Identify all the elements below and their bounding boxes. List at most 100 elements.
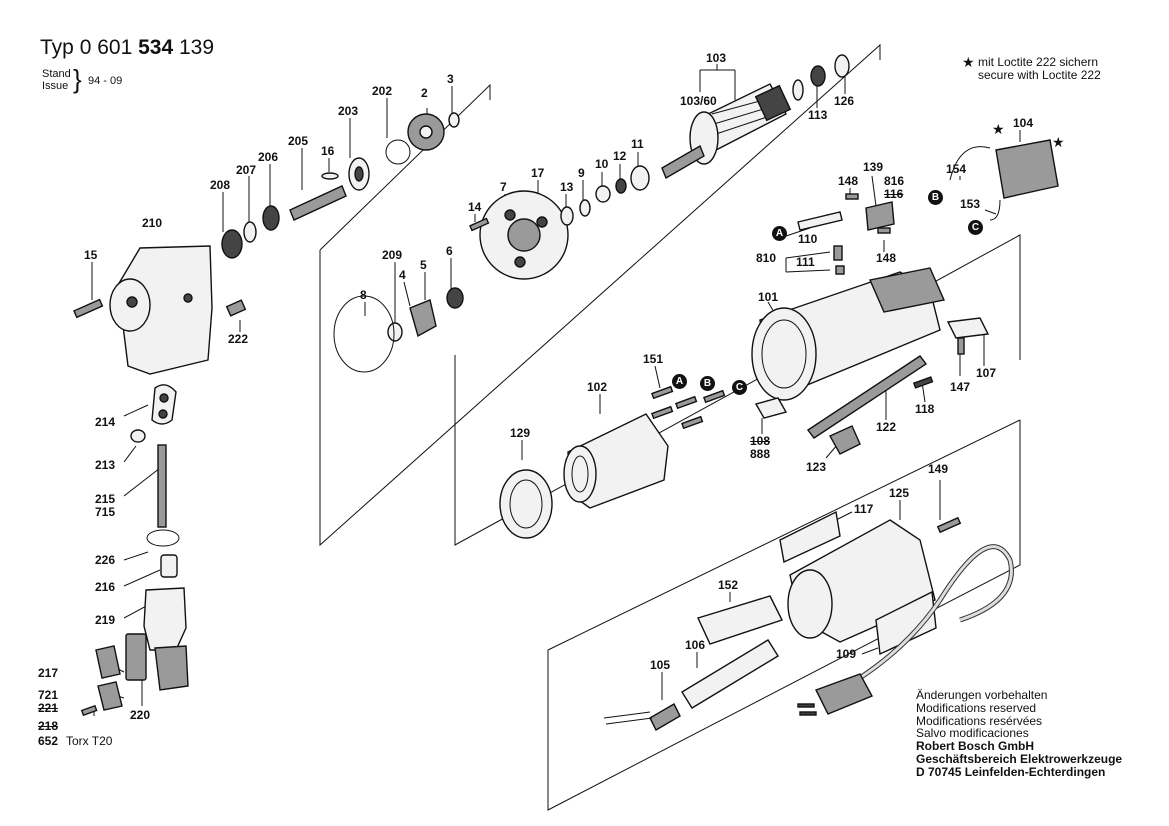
part-label: 16 — [321, 144, 335, 158]
part-label: 209 — [382, 248, 403, 262]
footer-line: Modifications resérvées — [916, 713, 1043, 728]
part-label: 9 — [578, 166, 585, 180]
field-stator-shapes — [499, 385, 726, 539]
part-label: 8 — [360, 288, 367, 302]
part-label: 3 — [447, 72, 454, 86]
part-label: 111 — [796, 255, 815, 269]
part-label: 5 — [420, 258, 427, 272]
part-label: 4 — [399, 268, 406, 282]
part-label: 107 — [976, 366, 997, 380]
part-label: 7 — [500, 180, 507, 194]
footer-line: Salvo modificaciones — [916, 726, 1029, 741]
part-label: 205 — [288, 134, 309, 148]
part-label: 139 — [863, 160, 884, 174]
footer-line: Modifications reserved — [916, 700, 1037, 715]
footer-line: D 70745 Leinfelden-Echterdingen — [916, 764, 1106, 779]
part-label: 108 — [750, 434, 771, 448]
part-label: 105 — [650, 658, 671, 672]
marker-c: C — [732, 380, 747, 395]
part-label: 222 — [228, 332, 249, 346]
part-label: 153 — [960, 197, 981, 211]
part-label: 207 — [236, 163, 257, 177]
part-label: 152 — [718, 578, 739, 592]
type-number-part-c: 139 — [179, 36, 215, 59]
marker-b: B — [928, 190, 943, 205]
star-icon: ★ — [962, 54, 975, 70]
part-label: 101 — [758, 290, 779, 304]
part-label: 103/60 — [680, 94, 717, 108]
part-label: 129 — [510, 426, 531, 440]
part-label: 6 — [446, 244, 453, 258]
part-label: 216 — [95, 580, 116, 594]
issue-label: Issue — [42, 80, 69, 92]
part-label: 110 — [798, 232, 818, 246]
part-label: 206 — [258, 150, 279, 164]
part-label: 148 — [838, 174, 859, 188]
part-label: 106 — [685, 638, 706, 652]
star-icon: ★ — [1052, 134, 1065, 150]
part-label: 202 — [372, 84, 393, 98]
cutter-column-shapes — [80, 384, 189, 717]
part-label: 17 — [531, 166, 545, 180]
type-prefix: Typ — [40, 36, 74, 59]
part-label: 125 — [889, 486, 910, 500]
marker-b: B — [700, 376, 715, 391]
part-label: 151 — [643, 352, 664, 366]
frame-lines — [319, 43, 1021, 811]
part-label: 226 — [95, 553, 116, 567]
marker-a: A — [772, 226, 787, 241]
stand-value: 94 - 09 — [88, 75, 123, 87]
part-label: 109 — [836, 647, 857, 661]
part-label: 816 — [884, 174, 905, 188]
loctite-note-line1: mit Loctite 222 sichern — [978, 55, 1099, 69]
part-label: 221 — [38, 701, 59, 715]
part-label: 104 — [1013, 116, 1034, 130]
part-label: 148 — [876, 251, 897, 265]
cover-and-cable-shapes — [603, 510, 1014, 731]
gear-housing-shape — [73, 245, 247, 375]
part-label: 117 — [854, 502, 874, 516]
loctite-note-line2: secure with Loctite 222 — [978, 68, 1101, 82]
part-label: 888 — [750, 447, 771, 461]
torx-label: Torx T20 — [66, 734, 113, 748]
part-label: 113 — [808, 108, 828, 122]
part-label: 122 — [876, 420, 897, 434]
gear-head-shapes — [221, 112, 460, 259]
part-label: 154 — [946, 162, 967, 176]
part-label: 10 — [595, 157, 609, 171]
part-label: 220 — [130, 708, 151, 722]
footer-line: Robert Bosch GmbH — [916, 739, 1035, 754]
part-label: 13 — [560, 180, 574, 194]
part-label: 219 — [95, 613, 116, 627]
part-label: 123 — [806, 460, 827, 474]
part-label: 210 — [142, 216, 163, 230]
part-label: 11 — [631, 137, 644, 151]
part-label: 721 — [38, 688, 59, 702]
marker-c: C — [968, 220, 983, 235]
type-number-part-a: 0 601 — [79, 36, 133, 59]
part-label: 214 — [95, 415, 116, 429]
part-label: 118 — [915, 402, 935, 416]
part-label: 149 — [928, 462, 949, 476]
part-label: 203 — [338, 104, 359, 118]
motor-housing-shapes — [751, 139, 1059, 455]
part-label: 215 — [95, 492, 116, 506]
footer-line: Geschäftsbereich Elektrowerkzeuge — [916, 751, 1123, 766]
part-label: 218 — [38, 719, 59, 733]
stand-label: Stand — [42, 68, 71, 80]
footer-line: Änderungen vorbehalten — [916, 688, 1048, 702]
armature-shape — [661, 54, 850, 180]
part-label: 103 — [706, 51, 727, 65]
part-label: 810 — [756, 251, 777, 265]
part-label: 208 — [210, 178, 231, 192]
part-label: 715 — [95, 505, 116, 519]
type-number: Typ 0 601 534 139 — [40, 36, 214, 60]
part-label: 652 — [38, 734, 59, 748]
part-label: 2 — [421, 86, 428, 100]
star-icon: ★ — [992, 121, 1005, 137]
part-label: 14 — [468, 200, 482, 214]
part-label: 15 — [84, 248, 98, 262]
part-label: 12 — [613, 149, 627, 163]
marker-a: A — [672, 374, 687, 389]
